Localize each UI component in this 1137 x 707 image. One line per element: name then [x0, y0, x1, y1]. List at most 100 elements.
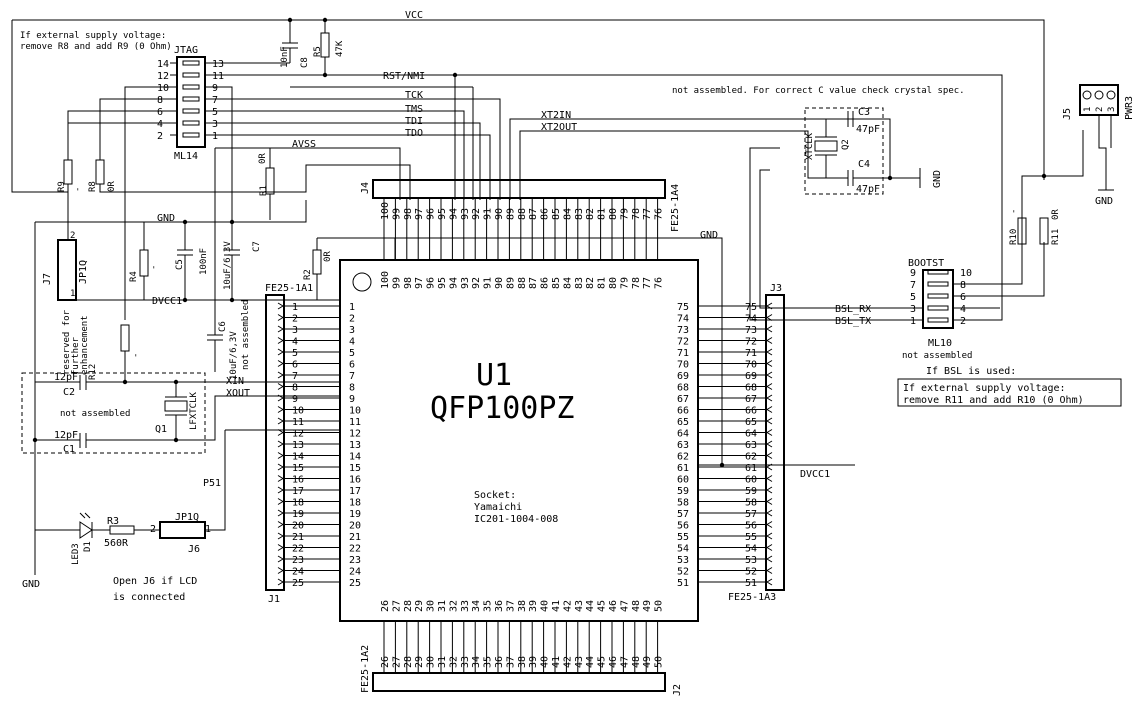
svg-text:41: 41 — [551, 656, 562, 668]
svg-text:8: 8 — [157, 95, 163, 106]
j7-pin1: 1 — [70, 289, 75, 299]
bsl-note: not assembled — [902, 351, 972, 361]
svg-text:12: 12 — [292, 429, 304, 440]
svg-text:35: 35 — [483, 600, 494, 612]
svg-text:3: 3 — [910, 304, 916, 315]
svg-text:86: 86 — [540, 208, 551, 220]
svg-text:6: 6 — [349, 360, 355, 371]
c5-ref: C5 — [175, 259, 185, 270]
svg-text:12: 12 — [349, 429, 361, 440]
svg-text:6: 6 — [960, 292, 966, 303]
svg-text:64: 64 — [677, 429, 689, 440]
svg-text:93: 93 — [460, 208, 471, 220]
svg-text:7: 7 — [292, 371, 298, 382]
svg-text:14: 14 — [292, 452, 304, 463]
svg-text:98: 98 — [403, 208, 414, 220]
reserved-note-1: reserved for — [62, 309, 72, 375]
svg-text:54: 54 — [745, 544, 757, 555]
gnd-bottom: GND — [22, 579, 40, 590]
svg-text:15: 15 — [292, 463, 304, 474]
svg-text:13: 13 — [212, 59, 224, 70]
net-xin: XIN — [226, 376, 244, 387]
svg-text:57: 57 — [677, 509, 689, 520]
ext-supply-note-2: remove R8 and add R9 (0 Ohm) — [20, 42, 172, 52]
bsl-ref: BOOTST — [908, 258, 944, 269]
svg-text:43: 43 — [574, 600, 585, 612]
svg-text:13: 13 — [292, 440, 304, 451]
svg-text:78: 78 — [631, 277, 642, 289]
svg-text:17: 17 — [292, 486, 304, 497]
svg-text:1: 1 — [292, 302, 298, 313]
svg-text:24: 24 — [349, 567, 361, 578]
c8-value: 10nF — [280, 46, 290, 68]
svg-text:5: 5 — [910, 292, 916, 303]
svg-text:14: 14 — [157, 59, 169, 70]
svg-text:62: 62 — [745, 452, 757, 463]
svg-text:70: 70 — [745, 360, 757, 371]
jtag-value: ML14 — [174, 151, 198, 162]
svg-text:74: 74 — [745, 314, 757, 325]
net-tdo: TDO — [405, 128, 423, 139]
bsl-box-note-2: remove R11 and add R10 (0 Ohm) — [903, 395, 1084, 406]
xtal1-note: not assembled — [60, 409, 130, 419]
j1-value: FE25-1A1 — [265, 283, 313, 294]
u1-body — [339, 259, 699, 622]
svg-text:64: 64 — [745, 429, 757, 440]
svg-text:30: 30 — [426, 600, 437, 612]
svg-text:76: 76 — [654, 277, 665, 289]
q2-value: XTCLK — [805, 132, 815, 160]
svg-text:2: 2 — [349, 314, 355, 325]
svg-text:84: 84 — [562, 277, 573, 289]
svg-text:26: 26 — [380, 656, 391, 668]
net-tck: TCK — [405, 90, 423, 101]
svg-text:71: 71 — [677, 348, 689, 359]
svg-text:20: 20 — [349, 521, 361, 532]
svg-text:7: 7 — [349, 371, 355, 382]
svg-text:45: 45 — [597, 600, 608, 612]
svg-text:46: 46 — [608, 656, 619, 668]
svg-text:97: 97 — [414, 277, 425, 289]
svg-text:68: 68 — [677, 383, 689, 394]
svg-text:91: 91 — [483, 277, 494, 289]
svg-text:97: 97 — [414, 208, 425, 220]
svg-text:62: 62 — [677, 452, 689, 463]
svg-text:16: 16 — [292, 475, 304, 486]
xtal2-box — [804, 107, 884, 195]
svg-text:50: 50 — [654, 656, 665, 668]
svg-text:29: 29 — [414, 656, 425, 668]
svg-text:1: 1 — [1083, 107, 1093, 112]
r5-value: 47K — [335, 40, 345, 57]
svg-text:51: 51 — [745, 578, 757, 589]
svg-text:79: 79 — [619, 208, 630, 220]
xtal1-box — [21, 372, 206, 454]
j7-ref: J7 — [42, 273, 53, 285]
svg-text:53: 53 — [745, 555, 757, 566]
svg-text:26: 26 — [380, 600, 391, 612]
svg-text:67: 67 — [745, 394, 757, 405]
c1-ref: C1 — [63, 444, 75, 455]
r2-value: 0R — [323, 251, 333, 262]
svg-text:44: 44 — [585, 656, 596, 668]
d1-ref: D1 — [83, 541, 93, 552]
svg-text:18: 18 — [292, 498, 304, 509]
j4-body — [372, 179, 666, 199]
svg-text:48: 48 — [631, 656, 642, 668]
c6-value: 10uF/6,3V — [229, 331, 239, 380]
svg-text:32: 32 — [448, 600, 459, 612]
svg-text:10: 10 — [349, 406, 361, 417]
svg-text:75: 75 — [677, 302, 689, 313]
vcc-rail — [12, 19, 1045, 180]
crystal-note: not assembled. For correct C value check… — [672, 86, 965, 96]
svg-text:4: 4 — [157, 119, 163, 130]
svg-text:10: 10 — [157, 83, 169, 94]
svg-text:1: 1 — [349, 302, 355, 313]
svg-text:2: 2 — [960, 316, 966, 327]
svg-text:80: 80 — [608, 277, 619, 289]
socket-note-3: IC201-1004-008 — [474, 514, 558, 525]
svg-text:100: 100 — [380, 271, 391, 289]
svg-text:50: 50 — [654, 600, 665, 612]
svg-text:3: 3 — [349, 325, 355, 336]
j6-body — [159, 521, 206, 539]
net-tms: TMS — [405, 104, 423, 115]
